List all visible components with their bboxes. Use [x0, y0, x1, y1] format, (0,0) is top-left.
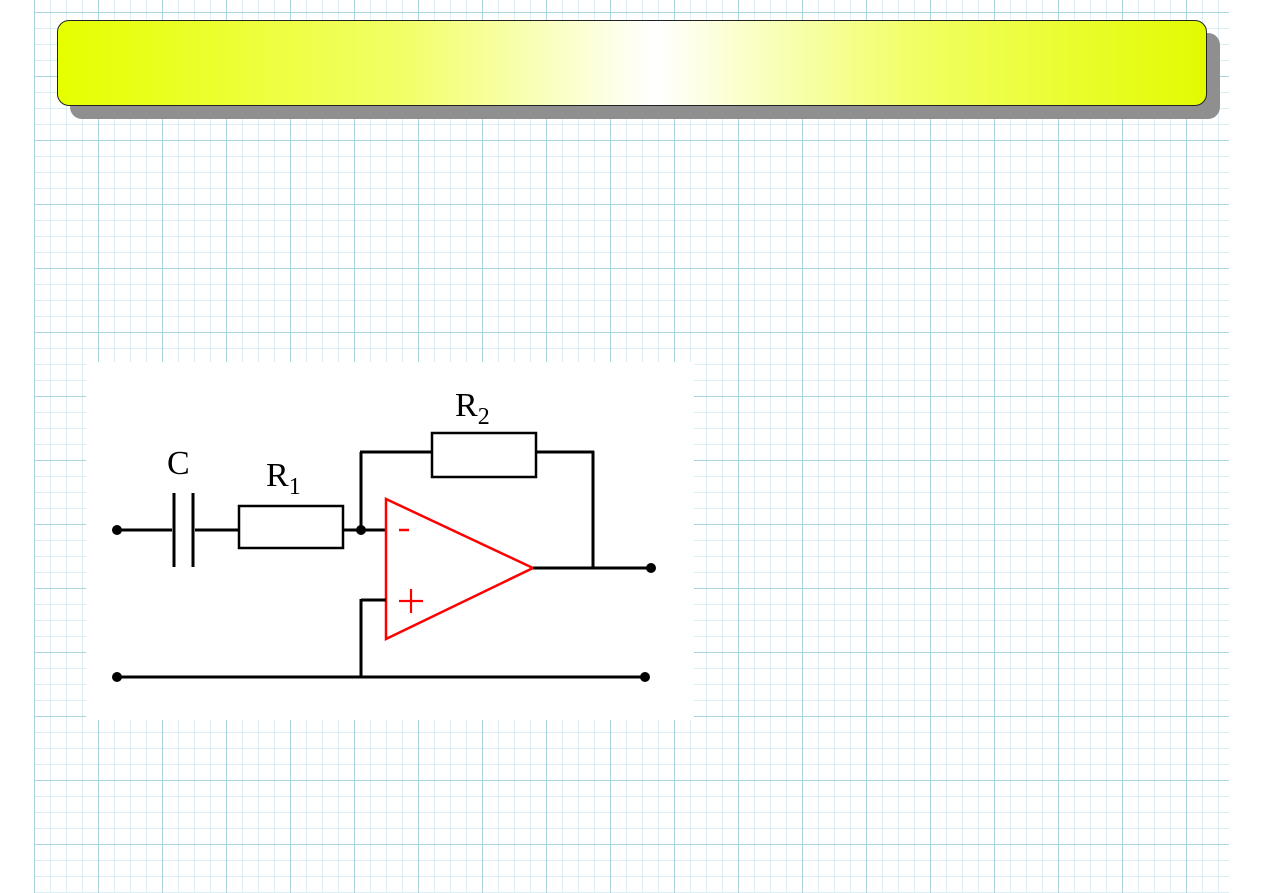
- ground-terminal-right: [640, 672, 650, 682]
- title-banner: [57, 20, 1207, 106]
- output-terminal: [646, 563, 656, 573]
- resistor-r1: [237, 504, 345, 550]
- circuit-diagram-panel: C R1 R2: [86, 362, 694, 720]
- r1-label-subscript: 1: [289, 474, 301, 500]
- opamp-triangle: [384, 497, 536, 641]
- ground-terminal-left: [112, 672, 122, 682]
- resistor-r2: [430, 431, 538, 479]
- r2-label-letter: R: [455, 387, 478, 424]
- page-margin-right: [1229, 0, 1263, 893]
- page-margin-left: [0, 0, 34, 893]
- r1-label: R1: [266, 457, 301, 500]
- input-terminal: [112, 525, 122, 535]
- r1-label-letter: R: [266, 457, 289, 494]
- r2-label: R2: [455, 387, 490, 430]
- r2-label-subscript: 2: [478, 404, 490, 430]
- circuit-diagram: C R1 R2: [112, 387, 656, 682]
- capacitor-label: C: [167, 445, 190, 482]
- summing-junction-node: [356, 525, 366, 535]
